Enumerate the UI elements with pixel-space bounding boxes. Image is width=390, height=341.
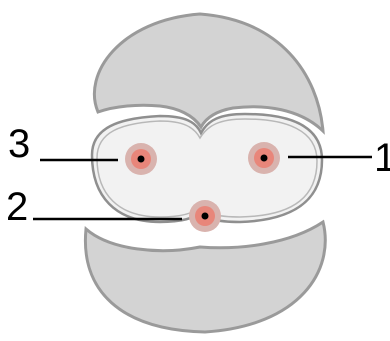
- callout-number-3: 3: [8, 122, 30, 166]
- inner-body-outline: [96, 118, 318, 218]
- inner-body: [90, 112, 324, 224]
- bottom-shell: [83, 219, 327, 334]
- marker-3: [125, 143, 157, 175]
- callout-number-2: 2: [6, 185, 28, 229]
- top-shell: [92, 12, 325, 135]
- marker-2: [189, 200, 221, 232]
- marker-1: [248, 142, 280, 174]
- callout-number-1: 1: [374, 136, 390, 180]
